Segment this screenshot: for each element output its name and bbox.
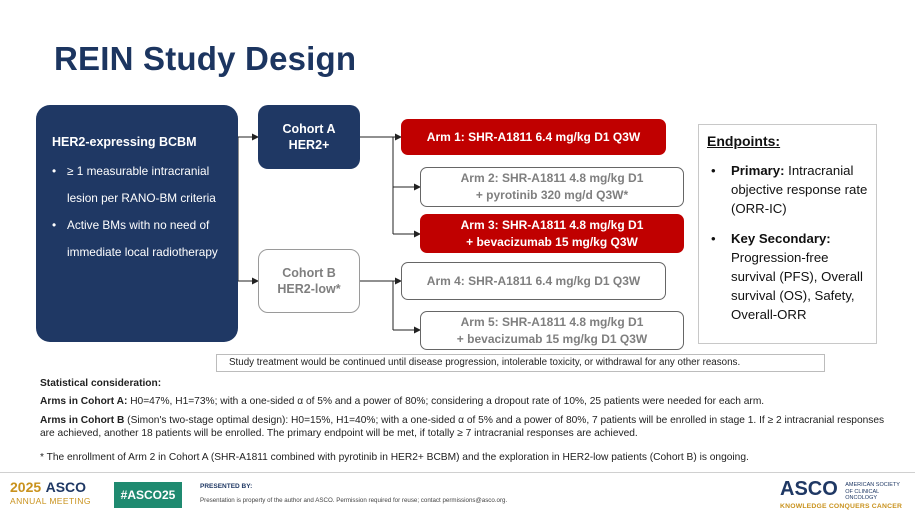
logo-meeting: ANNUAL MEETING: [10, 496, 91, 506]
hashtag-badge: #ASCO25: [114, 482, 182, 508]
stats-cohort-a-label: Arms in Cohort A:: [40, 396, 128, 407]
cohort-b-name: Cohort B: [282, 266, 336, 280]
arm-4-box: Arm 4: SHR-A1811 6.4 mg/kg D1 Q3W: [401, 262, 666, 300]
primary-endpoint-label: Primary:: [731, 163, 785, 178]
asco-society-logo: ASCO AMERICAN SOCIETY OF CLINICAL ONCOLO…: [780, 478, 910, 510]
arm-2-label: Arm 2: SHR-A1811 4.8 mg/kg D1: [460, 171, 644, 185]
arm-3-box: Arm 3: SHR-A1811 4.8 mg/kg D1 + bevacizu…: [420, 214, 684, 253]
asco-annual-meeting-logo: 2025 ASCO ANNUAL MEETING: [10, 479, 100, 506]
presented-by-label: PRESENTED BY:: [200, 483, 253, 490]
society-name: AMERICAN SOCIETY OF CLINICAL ONCOLOGY: [845, 482, 900, 501]
logo-asco: ASCO: [45, 479, 87, 495]
logo-year: 2025: [10, 479, 42, 495]
secondary-endpoint: Key Secondary: Progression-free survival…: [707, 229, 868, 324]
permission-notice: Presentation is property of the author a…: [200, 497, 508, 504]
cohort-a-box: Cohort A HER2+: [258, 105, 360, 169]
arm-5-label: Arm 5: SHR-A1811 4.8 mg/kg D1: [460, 314, 644, 329]
population-criteria-list: ≥ 1 measurable intracranial lesion per R…: [52, 158, 224, 266]
arm-1-label: Arm 1: SHR-A1811 6.4 mg/kg D1 Q3W: [426, 129, 641, 144]
cohort-a-name: Cohort A: [282, 122, 336, 136]
arm-2-box: Arm 2: SHR-A1811 4.8 mg/kg D1 + pyrotini…: [420, 167, 684, 207]
population-title: HER2-expressing BCBM: [52, 135, 197, 149]
stats-cohort-b: Arms in Cohort B (Simon's two-stage opti…: [40, 414, 890, 440]
secondary-endpoint-text: Progression-free survival (PFS), Overall…: [731, 250, 863, 322]
arm-5-combination: + bevacizumab 15 mg/kg D1 Q3W: [456, 331, 648, 346]
stats-cohort-b-label: Arms in Cohort B: [40, 415, 125, 426]
footer: 2025 ASCO ANNUAL MEETING #ASCO25 PRESENT…: [0, 472, 915, 520]
society-logo-text: ASCO: [780, 478, 838, 500]
stats-cohort-b-text: (Simon's two-stage optimal design): H0=1…: [40, 415, 885, 439]
secondary-endpoint-label: Key Secondary:: [731, 231, 831, 246]
primary-endpoint-text: Intracranial objective response rate (OR…: [731, 163, 868, 216]
statistical-consideration: Statistical consideration: Arms in Cohor…: [40, 377, 890, 446]
footnote: * The enrollment of Arm 2 in Cohort A (S…: [40, 452, 749, 463]
population-criterion: Active BMs with no need of immediate loc…: [52, 212, 224, 266]
cohort-b-box: Cohort B HER2-low*: [258, 249, 360, 313]
endpoints-box: Endpoints: Primary: Intracranial objecti…: [698, 124, 877, 344]
stats-cohort-a: Arms in Cohort A: H0=47%, H1=73%; with a…: [40, 395, 890, 408]
treatment-note: Study treatment would be continued until…: [216, 354, 825, 372]
arm-3-combination: + bevacizumab 15 mg/kg Q3W: [466, 234, 638, 249]
stats-cohort-a-text: H0=47%, H1=73%; with a one-sided α of 5%…: [127, 396, 765, 407]
society-tagline: KNOWLEDGE CONQUERS CANCER: [780, 502, 903, 510]
arm-3-label: Arm 3: SHR-A1811 4.8 mg/kg D1: [460, 217, 644, 232]
slide-title: REIN Study Design: [54, 40, 357, 77]
arm-4-label: Arm 4: SHR-A1811 6.4 mg/kg D1 Q3W: [426, 273, 641, 288]
population-criterion: ≥ 1 measurable intracranial lesion per R…: [52, 158, 224, 212]
primary-endpoint: Primary: Intracranial objective response…: [707, 161, 868, 218]
arm-2-combination: + pyrotinib 320 mg/d Q3W*: [475, 188, 629, 202]
stats-title: Statistical consideration:: [40, 378, 162, 389]
cohort-b-subtype: HER2-low*: [277, 282, 341, 296]
arm-1-box: Arm 1: SHR-A1811 6.4 mg/kg D1 Q3W: [401, 119, 666, 155]
arm-5-box: Arm 5: SHR-A1811 4.8 mg/kg D1 + bevacizu…: [420, 311, 684, 350]
endpoints-title: Endpoints:: [707, 133, 781, 149]
endpoints-list: Primary: Intracranial objective response…: [707, 161, 868, 324]
population-box: HER2-expressing BCBM ≥ 1 measurable intr…: [36, 105, 238, 342]
cohort-a-subtype: HER2+: [288, 138, 330, 152]
